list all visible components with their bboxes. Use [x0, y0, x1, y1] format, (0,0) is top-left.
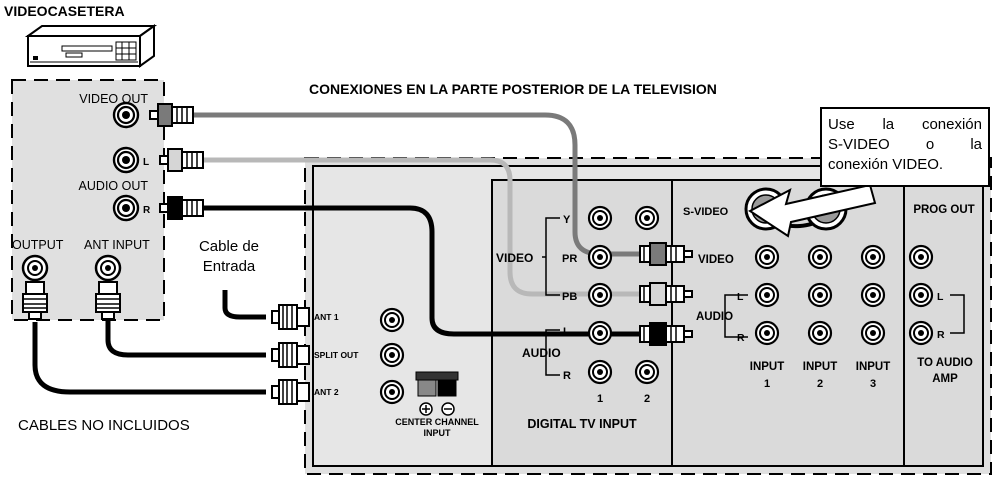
- vcr-ant-input-label: ANT INPUT: [84, 238, 150, 252]
- prog-l-jack: [908, 282, 934, 308]
- cable-label-line1: Cable de: [199, 238, 259, 255]
- callout-box: [820, 107, 990, 187]
- prog-audio-bracket: [950, 294, 965, 334]
- dtv-pb-label: PB: [562, 291, 577, 303]
- dtv-y-jack-1: [587, 205, 613, 231]
- dtv-pb-jack-1: [587, 282, 613, 308]
- input3-number: 3: [870, 378, 876, 390]
- ant1-coax-connector: [271, 304, 310, 330]
- vcr-video-out-label: VIDEO OUT: [79, 92, 148, 106]
- input2-label: INPUT: [803, 361, 838, 373]
- plus-icon: [419, 402, 433, 416]
- vcr-r-label: R: [143, 205, 151, 216]
- vcr-title: VIDEOCASETERA: [4, 3, 125, 19]
- split-out-label: SPLIT OUT: [314, 350, 359, 360]
- prog-video-jack: [908, 244, 934, 270]
- dtv-y-label: Y: [563, 214, 571, 226]
- ant2-label: ANT 2: [314, 387, 339, 397]
- input1-number: 1: [764, 378, 770, 390]
- input3-l-jack: [860, 282, 886, 308]
- input1-video-jack: [754, 244, 780, 270]
- svideo-label: S-VIDEO: [683, 206, 729, 218]
- audio-l-in-plug: [639, 282, 693, 306]
- callout-line-1: Use la conexión: [828, 116, 982, 133]
- dtv-r-jack-1: [587, 359, 613, 385]
- input3-video-jack: [860, 244, 886, 270]
- dtv-r-jack-2: [634, 359, 660, 385]
- split-out-jack: [379, 342, 405, 368]
- minus-icon: [441, 402, 455, 416]
- input1-label: INPUT: [750, 361, 785, 373]
- vcr-audio-r-jack: [112, 194, 140, 222]
- vcr-video-out-jack: [112, 101, 140, 129]
- center-channel-connector: [415, 371, 459, 397]
- vcr-l-label: L: [143, 157, 149, 168]
- coax-cables: [32, 290, 266, 395]
- video-out-plug: [149, 103, 194, 127]
- callout-line-3: conexión VIDEO.: [828, 156, 944, 173]
- dtv-l-jack-1: [587, 320, 613, 346]
- dtv-col2-label: 2: [644, 393, 650, 405]
- input-video-label: VIDEO: [698, 254, 734, 266]
- input-audio-label: AUDIO: [696, 311, 733, 323]
- dtv-y-jack-2: [634, 205, 660, 231]
- vcr-output-coax-jack: [21, 254, 49, 282]
- callout-text: Use la conexión S-VIDEO o la conexión VI…: [828, 115, 982, 179]
- dtv-pr-jack-1: [587, 244, 613, 270]
- split-out-coax-connector: [271, 342, 310, 368]
- input2-l-jack: [807, 282, 833, 308]
- vcr-ant-input-coax-jack: [94, 254, 122, 282]
- vcr-audio-out-label: AUDIO OUT: [79, 179, 149, 193]
- prog-r-label: R: [937, 329, 945, 341]
- ant1-label: ANT 1: [314, 312, 339, 322]
- input1-r-jack: [754, 320, 780, 346]
- audio-r-cable: [203, 205, 640, 337]
- callout-arrow: [748, 183, 877, 238]
- center-channel-label: CENTER CHANNEL: [395, 417, 479, 427]
- dtv-col1-label: 1: [597, 393, 603, 405]
- dtv-title: DIGITAL TV INPUT: [527, 417, 637, 431]
- audio-r-out-plug: [159, 196, 204, 220]
- input-l-label: L: [737, 291, 744, 303]
- vcr-audio-l-jack: [112, 146, 140, 174]
- main-title: CONEXIONES EN LA PARTE POSTERIOR DE LA T…: [309, 81, 717, 97]
- ant2-jack: [379, 379, 405, 405]
- center-input-label: INPUT: [424, 428, 452, 438]
- ant1-jack: [379, 307, 405, 333]
- cables-note: CABLES NO INCLUIDOS: [18, 417, 190, 434]
- input2-number: 2: [817, 378, 823, 390]
- to-audio-label: TO AUDIO: [917, 357, 973, 369]
- dtv-pr-label: PR: [562, 253, 577, 265]
- dtv-video-label: VIDEO: [496, 251, 533, 265]
- input2-video-jack: [807, 244, 833, 270]
- dtv-audio-label: AUDIO: [522, 346, 561, 360]
- video-in-plug: [639, 242, 693, 266]
- cable-label-line2: Entrada: [203, 258, 256, 275]
- input-r-label: R: [737, 332, 745, 344]
- ant2-coax-connector: [271, 379, 310, 405]
- input2-r-jack: [807, 320, 833, 346]
- callout-line-2: S-VIDEO o la: [828, 136, 982, 153]
- amp-label: AMP: [932, 373, 958, 385]
- input1-l-jack: [754, 282, 780, 308]
- dtv-bracket-lines: [542, 217, 560, 376]
- audio-l-out-plug: [159, 148, 204, 172]
- prog-l-label: L: [937, 291, 944, 303]
- dtv-l-label: L: [563, 326, 570, 338]
- prog-r-jack: [908, 320, 934, 346]
- prog-out-label: PROG OUT: [913, 204, 974, 216]
- vcr-output-label: OUTPUT: [12, 238, 64, 252]
- vcr-panel: [11, 79, 165, 321]
- inputs-audio-bracket: [724, 294, 748, 338]
- input3-r-jack: [860, 320, 886, 346]
- audio-l-cable: [203, 157, 640, 297]
- input3-label: INPUT: [856, 361, 891, 373]
- vcr-icon: [24, 24, 158, 68]
- dtv-r-label: R: [563, 370, 571, 382]
- audio-r-in-plug: [639, 322, 693, 346]
